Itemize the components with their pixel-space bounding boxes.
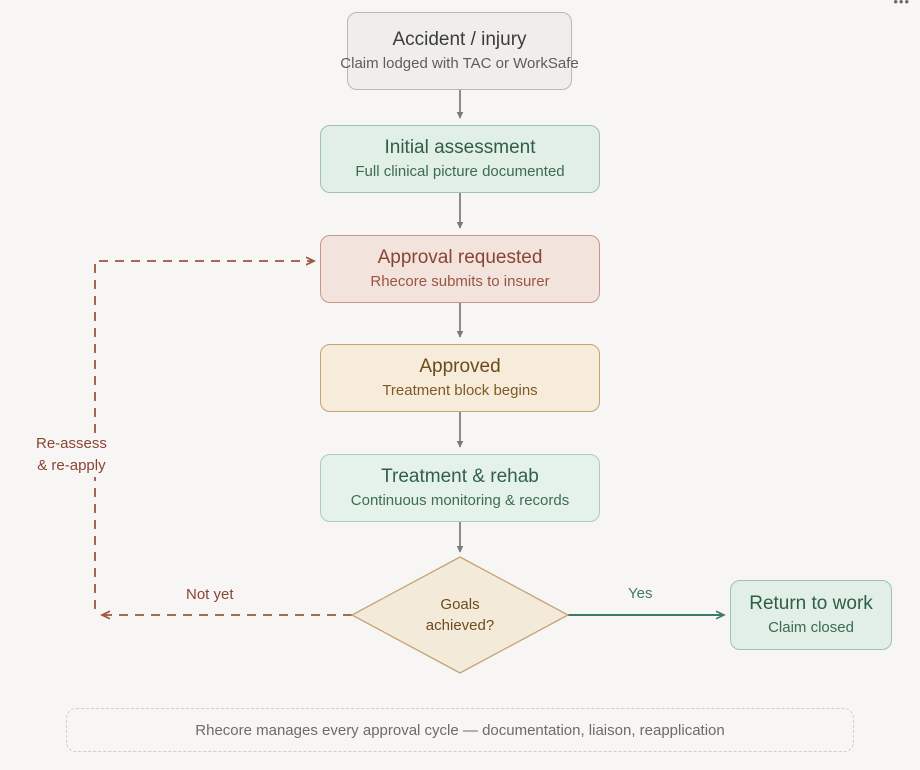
node-approval-subtitle: Rhecore submits to insurer	[370, 273, 550, 290]
decision-label: Goals achieved?	[352, 557, 568, 673]
node-approved-subtitle: Treatment block begins	[382, 382, 538, 399]
edge-feedback-riser	[94, 261, 313, 609]
decision-label-line2: achieved?	[425, 617, 495, 634]
decision-label-line1: Goals	[440, 596, 480, 613]
node-initial-title: Initial assessment	[384, 137, 536, 158]
edge-label-not-yet: Not yet	[186, 586, 234, 603]
node-approved-title: Approved	[419, 356, 501, 377]
node-accident-title: Accident / injury	[392, 29, 527, 50]
footer-caption: Rhecore manages every approval cycle — d…	[66, 708, 854, 752]
node-return-subtitle: Claim closed	[768, 619, 854, 636]
node-approval-title: Approval requested	[377, 247, 543, 268]
edge-label-reassess-reapply: Re-assess & re-apply	[33, 433, 110, 477]
node-decision-goals-achieved[interactable]: Goals achieved?	[352, 557, 568, 673]
node-treatment-rehab[interactable]: Treatment & rehab Continuous monitoring …	[320, 454, 600, 522]
node-return-to-work[interactable]: Return to work Claim closed	[730, 580, 892, 650]
node-approval-requested[interactable]: Approval requested Rhecore submits to in…	[320, 235, 600, 303]
node-initial-assessment[interactable]: Initial assessment Full clinical picture…	[320, 125, 600, 193]
decision-diamond-shape	[350, 556, 570, 674]
node-approved[interactable]: Approved Treatment block begins	[320, 344, 600, 412]
node-accident-injury[interactable]: Accident / injury Claim lodged with TAC …	[340, 12, 579, 90]
node-initial-subtitle: Full clinical picture documented	[355, 163, 565, 180]
edge-label-yes: Yes	[628, 585, 653, 602]
reassess-line1: Re-assess	[36, 435, 107, 452]
reassess-line2: & re-apply	[37, 457, 106, 474]
node-treatment-subtitle: Continuous monitoring & records	[350, 492, 570, 509]
node-accident-subtitle: Claim lodged with TAC or WorkSafe	[340, 55, 579, 72]
top-edge-clipped-artifact: •••	[893, 0, 910, 9]
node-treatment-title: Treatment & rehab	[381, 466, 539, 487]
node-return-title: Return to work	[749, 593, 873, 614]
